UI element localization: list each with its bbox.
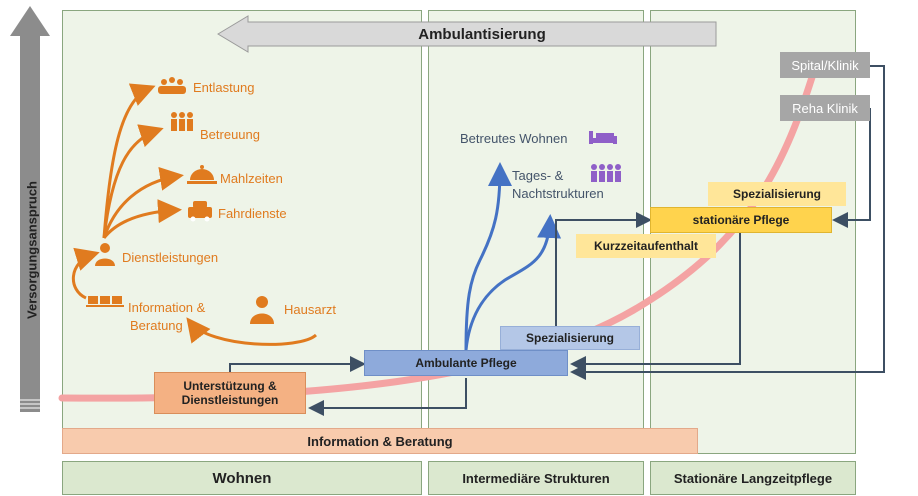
dienstleistungen-icon — [95, 243, 115, 266]
dienstleistungen-label: Dienstleistungen — [122, 250, 219, 265]
mahlzeiten-icon — [187, 165, 217, 184]
hausarzt-label: Hausarzt — [284, 302, 337, 317]
information-beratung-label-line2: Beratung — [130, 318, 183, 333]
betreutes-wohnen-icon — [589, 131, 617, 144]
panel-intermediaere — [428, 10, 644, 454]
service-arrows — [71, 83, 318, 346]
betreutes-wohnen-label: Betreutes Wohnen — [460, 131, 568, 146]
y-axis-arrow — [10, 6, 50, 412]
fahrdienste-label: Fahrdienste — [218, 206, 287, 221]
tagesstrukturen-label-line2: Nachtstrukturen — [512, 186, 604, 201]
footer-intermediaere: Intermediäre Strukturen — [428, 461, 644, 495]
betreuung-label: Betreuung — [200, 127, 260, 142]
entlastung-label: Entlastung — [193, 80, 255, 95]
stationaere-pflege-box: stationäre Pflege — [650, 207, 832, 233]
information-beratung-label-line1: Information & — [128, 300, 206, 315]
spezialisierung-stationaer-box: Spezialisierung — [708, 182, 846, 206]
kurzzeitaufenthalt-box: Kurzzeitaufenthalt — [576, 234, 716, 258]
ambulante-pflege-box: Ambulante Pflege — [364, 350, 568, 376]
fahrdienste-icon — [188, 201, 212, 222]
entlastung-icon — [158, 77, 186, 94]
ambulantisierung-label: Ambulantisierung — [418, 25, 546, 43]
blue-arrows — [464, 162, 562, 351]
footer-stationaere: Stationäre Langzeitpflege — [650, 461, 856, 495]
hausarzt-icon — [250, 296, 274, 324]
mahlzeiten-label: Mahlzeiten — [220, 171, 283, 186]
y-axis-label: Versorgungsanspruch — [24, 181, 40, 319]
spital-klinik-box: Spital/Klinik — [780, 52, 870, 78]
tagesstrukturen-label-line1: Tages- & — [512, 168, 564, 183]
information-beratung-icon — [86, 296, 124, 307]
tagesstrukturen-icon — [591, 164, 621, 182]
unterstuetzung-line1: Unterstützung & — [183, 379, 277, 393]
reha-klinik-box: Reha Klinik — [780, 95, 870, 121]
y-axis-label-wrap: Versorgungsanspruch — [12, 140, 52, 360]
unterstuetzung-line2: Dienstleistungen — [181, 393, 279, 407]
spezialisierung-ambulant-box: Spezialisierung — [500, 326, 640, 350]
flow-arrows — [229, 65, 885, 416]
footer-wohnen: Wohnen — [62, 461, 422, 495]
unterstuetzung-box: Unterstützung & Dienstleistungen — [154, 372, 306, 414]
betreuung-icon — [171, 112, 193, 131]
information-beratung-bar: Information & Beratung — [62, 428, 698, 454]
ambulantisierung-arrow — [217, 15, 717, 53]
